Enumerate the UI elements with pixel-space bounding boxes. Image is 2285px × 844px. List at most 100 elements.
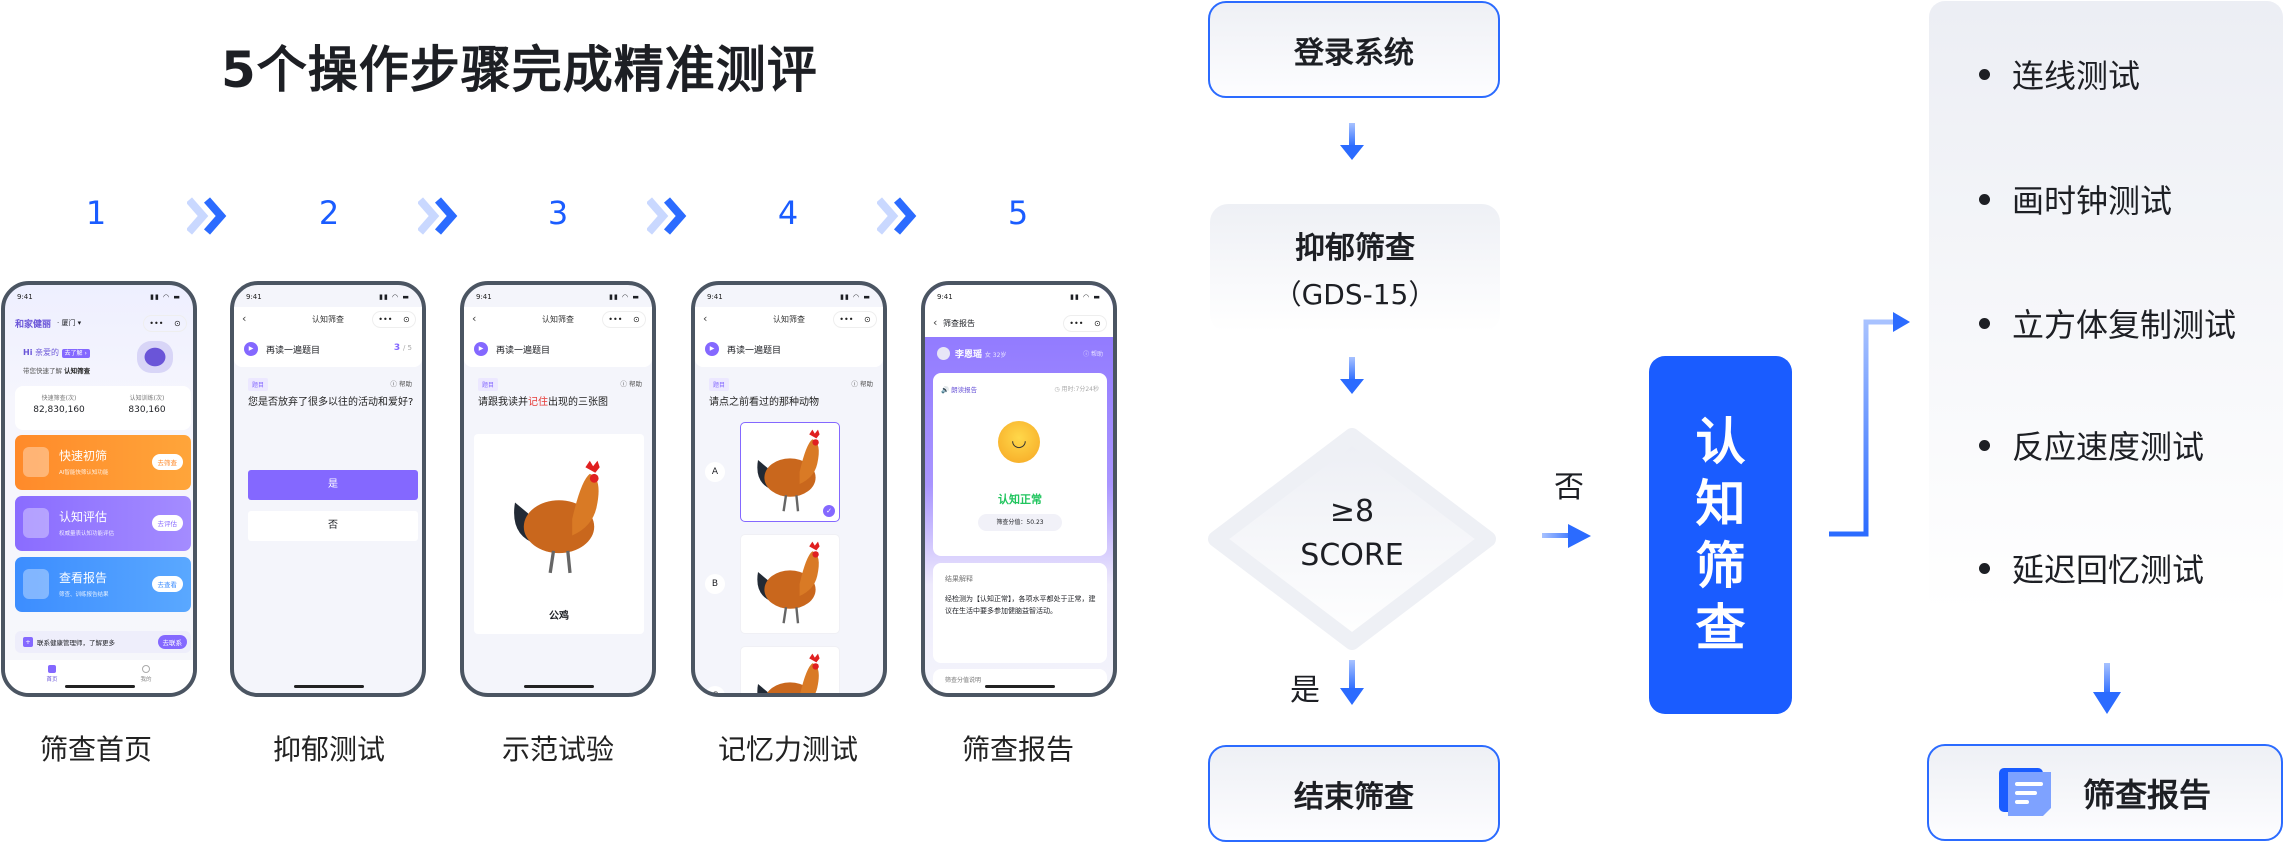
step-label: 示范试验 xyxy=(501,733,614,766)
question-text: 请点之前看过的那种动物 xyxy=(709,397,819,408)
result-status: 认知正常 xyxy=(998,493,1042,506)
arrow-down-icon xyxy=(1340,123,1364,160)
progress-total: / 5 xyxy=(402,344,412,352)
read-report-button[interactable]: 🔊 朗读报告 xyxy=(941,386,978,394)
check-icon: ✓ xyxy=(823,505,835,517)
back-icon[interactable]: ‹ xyxy=(703,312,708,325)
robot-mascot-icon xyxy=(137,341,173,373)
yes-button[interactable]: 是 xyxy=(248,470,418,500)
step-number: 4 xyxy=(777,194,799,232)
tests-panel xyxy=(1929,1,2283,613)
question-text: 请跟我读并记住出现的三张图 xyxy=(478,397,608,408)
help-button[interactable]: ⓘ 帮助 xyxy=(851,380,873,388)
nav-title: 认知筛查 xyxy=(312,315,344,324)
capsule-menu[interactable]: •••⊙ xyxy=(372,311,416,328)
contact-button[interactable]: 去联系 xyxy=(157,635,187,649)
cognitive-char: 知 xyxy=(1695,475,1746,533)
card-button[interactable]: 去查看 xyxy=(151,576,183,592)
test-item: 反应速度测试 xyxy=(1979,422,2204,468)
card-illustration-icon xyxy=(23,508,49,538)
end-screening-box: 结束筛查 xyxy=(1208,745,1500,842)
home-indicator xyxy=(65,685,135,688)
step-label: 抑郁测试 xyxy=(272,733,385,766)
option-letter: B xyxy=(705,574,725,594)
status-time: 9:41 xyxy=(246,293,262,301)
chevron-right-icon xyxy=(186,197,226,235)
capsule-menu[interactable]: •••⊙ xyxy=(833,311,877,328)
arrow-right-icon xyxy=(1542,524,1591,548)
hi-text: Hi xyxy=(23,348,33,357)
feature-card[interactable]: 认知评估权威量表认知功能评估去评估 xyxy=(15,496,191,551)
cognitive-char: 查 xyxy=(1695,599,1746,657)
reread-bar[interactable]: ▶再读一遍题目 xyxy=(464,333,652,367)
answer-option[interactable]: C xyxy=(695,646,883,693)
help-button[interactable]: ⓘ 帮助 xyxy=(620,380,642,388)
no-button[interactable]: 否 xyxy=(248,511,418,541)
status-time: 9:41 xyxy=(17,293,33,301)
step-number: 2 xyxy=(318,194,340,232)
user-name: 李恩瑶 xyxy=(955,350,983,360)
capsule-menu[interactable]: •••⊙ xyxy=(143,315,187,332)
reread-bar[interactable]: ▶再读一遍题目 xyxy=(695,333,883,367)
feature-card[interactable]: 查看报告筛查、训练报告结果去查看 xyxy=(15,557,191,612)
smiley-icon: ◡ xyxy=(998,421,1040,463)
home-indicator xyxy=(524,685,594,688)
yes-label: 是 xyxy=(1290,673,1320,708)
signal-icon: ▮▮ ◠ ▬ xyxy=(609,293,640,301)
step-number: 1 xyxy=(85,194,107,232)
question-tag: 题目 xyxy=(248,378,269,391)
phone-home-screen: 9:41 ▮▮ ◠ ▬ 和家健丽 · 厦门 ▾ •••⊙ Hi 亲爱的 去了解 … xyxy=(1,281,197,697)
explanation-card: 结果解释 经检测为【认知正常】，各项水平都处于正常，建议在生活中要多参加健脑益智… xyxy=(933,563,1107,663)
rooster-image xyxy=(514,460,600,574)
capsule-menu[interactable]: •••⊙ xyxy=(602,311,646,328)
help-button[interactable]: ⓘ 帮助 xyxy=(390,380,412,388)
phone-report: 9:41 ▮▮ ◠ ▬ ‹筛查报告•••⊙ 李恩瑶 女 32岁 ⓘ 帮助 🔊 朗… xyxy=(921,281,1117,697)
answer-option[interactable]: A✓ xyxy=(695,422,883,524)
question-tag: 题目 xyxy=(478,378,499,391)
step-label: 筛查报告 xyxy=(961,733,1074,766)
play-icon: ▶ xyxy=(474,342,488,356)
login-box: 登录系统 xyxy=(1208,1,1500,98)
plus-icon: + xyxy=(23,637,33,647)
back-icon[interactable]: ‹ xyxy=(472,312,477,325)
play-icon: ▶ xyxy=(705,342,719,356)
back-icon[interactable]: ‹ xyxy=(242,312,247,325)
greeting: 亲爱的 xyxy=(34,348,59,357)
home-indicator xyxy=(985,685,1055,688)
cognitive-char: 认 xyxy=(1695,413,1746,471)
step-label: 筛查首页 xyxy=(39,733,152,766)
capsule-menu[interactable]: •••⊙ xyxy=(1063,315,1107,332)
nav-title: 认知筛查 xyxy=(773,315,805,324)
cognitive-char: 筛 xyxy=(1695,537,1746,595)
cognitive-screening-box: 认知筛查 xyxy=(1649,356,1792,714)
rooster-image xyxy=(504,454,614,584)
step-number: 3 xyxy=(547,194,569,232)
avatar xyxy=(937,347,950,360)
chevron-right-icon xyxy=(877,197,917,235)
answer-option[interactable]: B xyxy=(695,534,883,636)
help-button[interactable]: ⓘ 帮助 xyxy=(1083,351,1103,358)
chevron-right-icon xyxy=(647,197,687,235)
nav-title: 认知筛查 xyxy=(542,315,574,324)
contact-bar: + 联系健康管理师，了解更多 去联系 xyxy=(15,631,191,653)
city-select[interactable]: · 厦门 ▾ xyxy=(57,319,82,327)
user-icon xyxy=(142,665,150,673)
result-card: 🔊 朗读报告 ◷ 用时:7分24秒 ◡ 认知正常 筛查分值：50.23 xyxy=(933,373,1107,556)
learn-button[interactable]: 去了解 › xyxy=(61,349,90,358)
phone-memory-test: 9:41 ▮▮ ◠ ▬ ‹认知筛查•••⊙ ▶再读一遍题目 题目 ⓘ 帮助 请点… xyxy=(691,281,887,697)
phone-demo-trial: 9:41 ▮▮ ◠ ▬ ‹认知筛查•••⊙ ▶再读一遍题目 题目 ⓘ 帮助 请跟… xyxy=(460,281,656,697)
rooster-image xyxy=(757,653,820,693)
progress-current: 3 xyxy=(393,343,401,353)
image-card: 公鸡 xyxy=(474,434,644,634)
tab-mine[interactable]: 我的 xyxy=(99,660,193,693)
back-icon[interactable]: ‹ xyxy=(933,316,938,329)
tab-home[interactable]: 首页 xyxy=(5,660,99,693)
card-button[interactable]: 去评估 xyxy=(151,515,183,531)
arrow-down-icon xyxy=(2093,663,2121,714)
card-button[interactable]: 去筛查 xyxy=(151,454,183,470)
